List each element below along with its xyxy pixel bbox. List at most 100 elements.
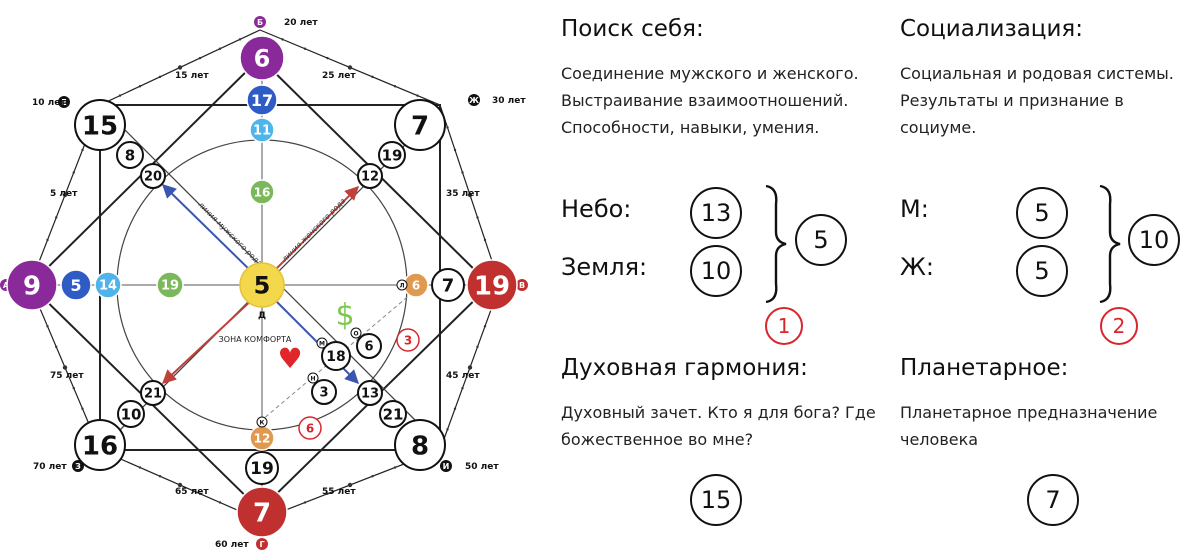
social-sum-value: 10 bbox=[1128, 214, 1180, 266]
social-brace bbox=[1099, 184, 1121, 304]
node-tl-3-value: 20 bbox=[144, 170, 162, 185]
node-left4: 19 bbox=[156, 271, 184, 299]
center-letter: Д bbox=[258, 311, 266, 321]
self-search-title: Поиск себя: bbox=[561, 16, 704, 42]
planet-desc: Планетарное предназначение человека bbox=[900, 403, 1158, 449]
node-bl-3: 21 bbox=[140, 380, 166, 406]
svg-text:Ж: Ж bbox=[469, 96, 479, 105]
node-center-up-value: 16 bbox=[254, 185, 271, 199]
node-br-big: 8 bbox=[394, 419, 446, 471]
letter-dot-m bbox=[316, 337, 328, 349]
social-marker: 2 bbox=[1100, 307, 1138, 345]
letter-dot-n bbox=[307, 372, 319, 384]
node-red-6: 6 bbox=[298, 416, 322, 440]
heart-icon: ♥ bbox=[277, 342, 302, 375]
age-60: 60 лет bbox=[215, 540, 249, 550]
planet-title: Планетарное: bbox=[900, 355, 1069, 381]
node-top2: 17 bbox=[246, 84, 278, 116]
node-right3: 6 bbox=[403, 272, 429, 298]
m-label: М: bbox=[900, 195, 929, 223]
node-bl-3-value: 21 bbox=[144, 387, 162, 402]
node-br-2-value: 21 bbox=[383, 405, 404, 423]
age-10: 10 лет bbox=[32, 98, 66, 108]
node-bottom-value: 7 bbox=[253, 498, 271, 528]
letter-dot-l bbox=[396, 279, 408, 291]
node-tr-2: 19 bbox=[378, 141, 406, 169]
node-tr-3: 12 bbox=[357, 163, 383, 189]
node-right: 19 bbox=[466, 259, 518, 311]
svg-text:25 лет: 25 лет bbox=[322, 71, 356, 81]
node-bl-2: 10 bbox=[117, 400, 145, 428]
m-value: 5 bbox=[1016, 187, 1068, 239]
node-top: 6 bbox=[239, 35, 285, 81]
spirit-title: Духовная гармония: bbox=[561, 355, 808, 381]
node-left2: 5 bbox=[60, 269, 92, 301]
node-right3-value: 6 bbox=[412, 278, 420, 292]
f-label: Ж: bbox=[900, 253, 934, 281]
node-right2: 7 bbox=[431, 268, 465, 302]
svg-text:55 лет: 55 лет bbox=[322, 487, 356, 497]
node-top-value: 6 bbox=[254, 45, 271, 73]
node-top2-value: 17 bbox=[251, 91, 273, 110]
letter-dot-o bbox=[350, 327, 362, 339]
node-bl-big: 16 bbox=[74, 419, 126, 471]
node-center: 5 bbox=[239, 262, 285, 308]
svg-text:5 лет: 5 лет bbox=[50, 189, 78, 199]
node-comfort-18-value: 18 bbox=[326, 349, 345, 365]
node-right2-value: 7 bbox=[442, 275, 455, 296]
marker-g: Г bbox=[259, 540, 264, 549]
node-left3: 14 bbox=[94, 271, 122, 299]
node-bottom3: 12 bbox=[249, 425, 275, 451]
node-tr-3-value: 12 bbox=[361, 170, 379, 185]
node-top3-value: 11 bbox=[253, 124, 271, 139]
svg-text:45 лет: 45 лет bbox=[446, 371, 480, 381]
node-br-2: 21 bbox=[379, 400, 407, 428]
letter-dot-k bbox=[256, 416, 268, 428]
node-tl-3: 20 bbox=[140, 163, 166, 189]
earth-label: Земля: bbox=[561, 253, 648, 281]
age-50: 50 лет bbox=[465, 462, 499, 472]
line-female-label: линия женского рода bbox=[279, 196, 347, 264]
node-center-up: 16 bbox=[249, 179, 275, 205]
node-red-6-value: 6 bbox=[306, 421, 314, 435]
node-left3-value: 14 bbox=[99, 279, 117, 294]
node-tl-2: 8 bbox=[116, 141, 144, 169]
node-center-value: 5 bbox=[254, 272, 271, 300]
node-tl-big-value: 15 bbox=[82, 111, 118, 141]
node-br-3: 13 bbox=[357, 380, 383, 406]
svg-text:И: И bbox=[443, 462, 450, 471]
node-top3: 11 bbox=[249, 117, 275, 143]
svg-text:65 лет: 65 лет bbox=[175, 487, 209, 497]
node-comfort-3-value: 3 bbox=[319, 386, 328, 401]
node-bottom2: 19 bbox=[245, 451, 279, 485]
node-left: 9 bbox=[6, 259, 58, 311]
node-br-3-value: 13 bbox=[361, 387, 379, 402]
social-desc: Социальная и родовая системы. Результаты… bbox=[900, 64, 1174, 137]
age-20: 20 лет bbox=[284, 18, 318, 28]
node-br-big-value: 8 bbox=[411, 431, 429, 461]
sky-value: 13 bbox=[690, 187, 742, 239]
node-red-3: 3 bbox=[396, 328, 420, 352]
f-value: 5 bbox=[1016, 245, 1068, 297]
social-title: Социализация: bbox=[900, 16, 1083, 42]
node-left2-value: 5 bbox=[70, 276, 81, 295]
line-male-label: линия мужского рода bbox=[196, 199, 265, 268]
svg-text:Н: Н bbox=[310, 376, 315, 383]
svg-text:М: М bbox=[319, 341, 325, 348]
node-tl-2-value: 8 bbox=[125, 146, 135, 164]
svg-text:О: О bbox=[353, 331, 358, 338]
self-sum-value: 5 bbox=[795, 214, 847, 266]
node-bottom: 7 bbox=[236, 486, 288, 538]
node-comfort-18: 18 bbox=[321, 341, 351, 371]
svg-text:15 лет: 15 лет bbox=[175, 71, 209, 81]
earth-value: 10 bbox=[690, 245, 742, 297]
self-marker: 1 bbox=[765, 307, 803, 345]
node-tr-2-value: 19 bbox=[382, 146, 403, 164]
svg-text:З: З bbox=[75, 462, 81, 471]
marker-v: В bbox=[519, 281, 525, 290]
spirit-desc: Духовный зачет. Кто я для бога? Где боже… bbox=[561, 403, 876, 449]
age-30: 30 лет bbox=[492, 96, 526, 106]
svg-text:Е: Е bbox=[61, 98, 66, 107]
self-brace bbox=[765, 184, 787, 304]
destiny-matrix-diagram: линия мужского рода линия женского рода … bbox=[0, 16, 528, 550]
